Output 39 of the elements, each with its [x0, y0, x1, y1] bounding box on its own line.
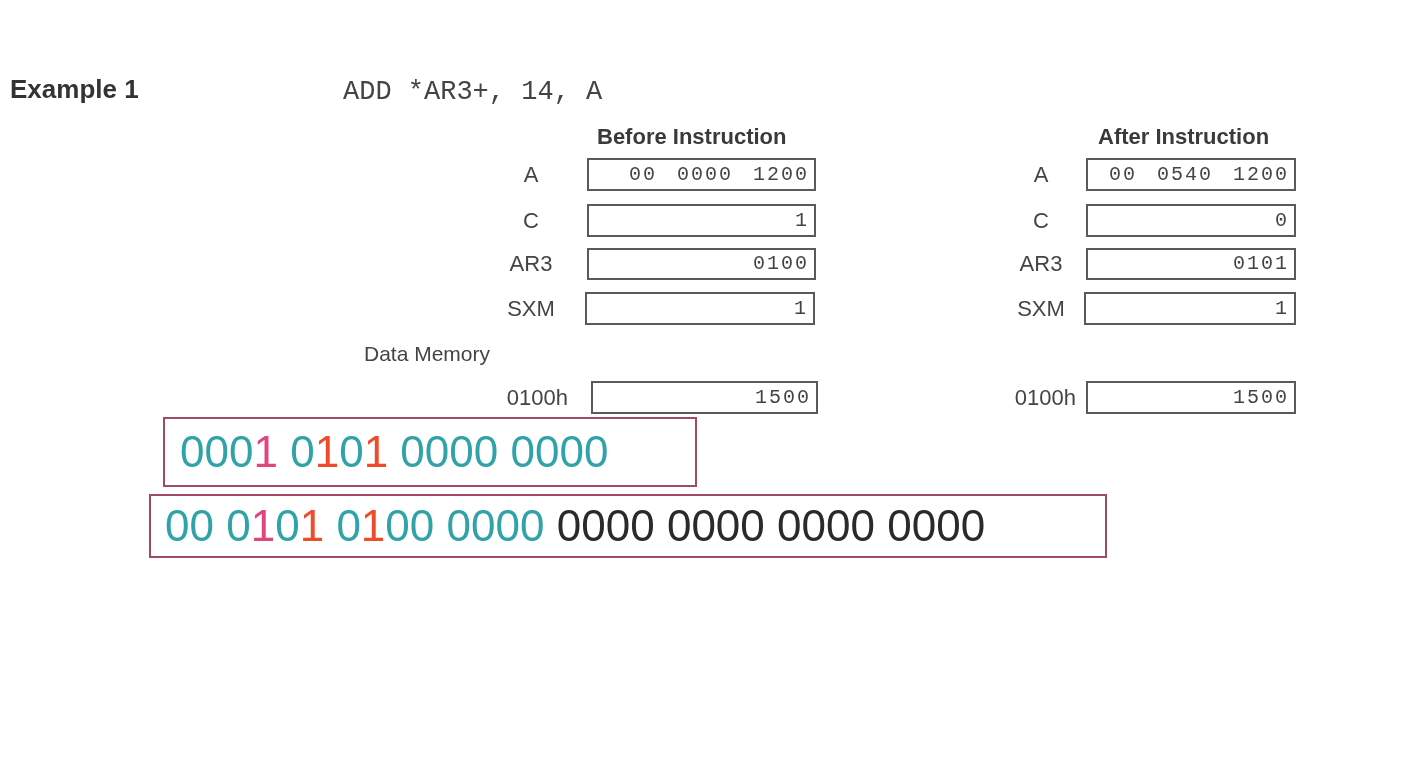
register-name: C	[522, 207, 540, 235]
register-box	[1084, 292, 1296, 325]
column-heading: After Instruction	[1098, 123, 1270, 151]
register-box	[585, 292, 815, 325]
register-box	[1086, 204, 1296, 237]
register-name: A	[1032, 161, 1050, 189]
register-value: 0101	[1233, 251, 1289, 277]
binary-value: 0001 0101 0000 0000	[180, 426, 609, 478]
column-heading: Before Instruction	[597, 123, 787, 151]
register-name: SXM	[506, 295, 556, 323]
register-value: 00 0000 1200	[628, 162, 809, 188]
section-label: Data Memory	[364, 341, 491, 367]
register-value: 1500	[755, 385, 811, 411]
register-name: A	[522, 161, 540, 189]
register-value: 00 0540 1200	[1108, 162, 1289, 188]
register-box	[1086, 158, 1296, 191]
register-value: 0100	[753, 251, 809, 277]
register-box	[1086, 248, 1296, 280]
register-name: AR3	[1018, 250, 1064, 278]
instruction-code: ADD *AR3+, 14, A	[343, 76, 603, 109]
title-heading: Example 1	[10, 73, 139, 105]
register-value: 1500	[1233, 385, 1289, 411]
register-box	[587, 158, 816, 191]
register-name: SXM	[1016, 295, 1066, 323]
register-value: 1	[794, 296, 808, 322]
register-name: C	[1032, 207, 1050, 235]
register-box	[591, 381, 818, 414]
binary-value: 00 0101 0100 0000 0000 0000 0000 0000	[165, 500, 986, 552]
binary-panel	[163, 417, 697, 487]
register-value: 1	[1275, 296, 1289, 322]
register-name: AR3	[508, 250, 554, 278]
register-box	[587, 248, 816, 280]
register-value: 0	[1275, 208, 1289, 234]
register-box	[1086, 381, 1296, 414]
register-value: 1	[795, 208, 809, 234]
register-box	[587, 204, 816, 237]
binary-panel	[149, 494, 1107, 558]
register-name: 0100h	[505, 384, 568, 412]
register-name: 0100h	[1013, 384, 1076, 412]
